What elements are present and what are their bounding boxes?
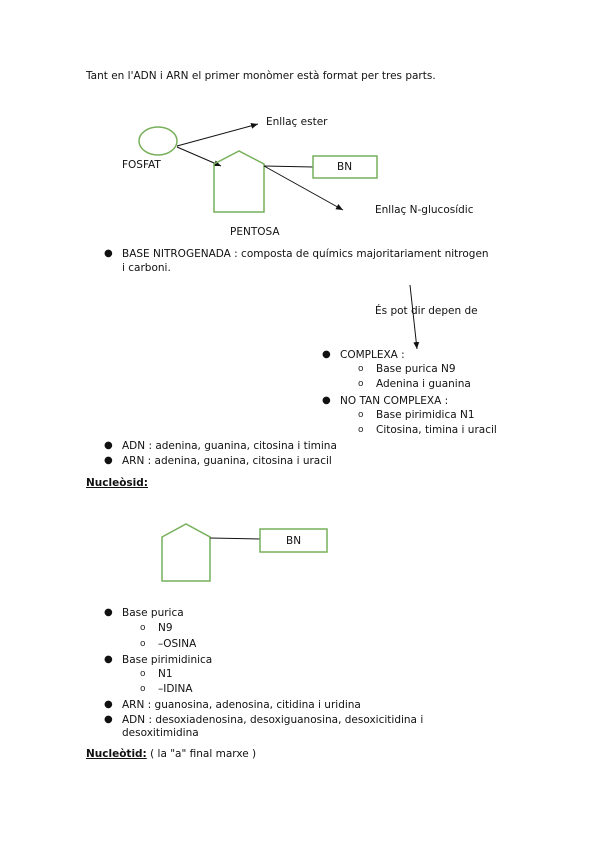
ester-label: Enllaç ester xyxy=(266,116,328,128)
bullet-dot: ● xyxy=(322,349,331,360)
arn-bases: ARN : adenina, guanina, citosina i uraci… xyxy=(122,455,332,467)
bullet-dot: ● xyxy=(104,699,113,710)
base-nitrogenada-line2: i carboni. xyxy=(122,262,171,274)
complexa-label: COMPLEXA : xyxy=(340,349,405,361)
depen-label: És pot dir depen de xyxy=(375,305,478,317)
base-purica-label: Base purica xyxy=(122,607,184,619)
bullet-dot: ● xyxy=(104,455,113,466)
intro-text: Tant en l'ADN i ARN el primer monòmer es… xyxy=(86,70,436,82)
base-purica-item: –OSINA xyxy=(158,638,197,650)
nucleosid-link xyxy=(209,537,261,540)
circle-bullet: o xyxy=(358,410,364,420)
nucleotid-heading: Nucleòtid: xyxy=(86,748,147,760)
depen-arrow xyxy=(409,284,420,350)
base-pirimidinica-item: N1 xyxy=(158,668,173,680)
base-nitrogenada-line1: BASE NITROGENADA : composta de químics m… xyxy=(122,248,489,260)
no-tan-complexa-label: NO TAN COMPLEXA : xyxy=(340,395,449,407)
bullet-dot: ● xyxy=(104,654,113,665)
pentose-pentagon xyxy=(213,150,265,213)
circle-bullet: o xyxy=(358,379,364,389)
adn-nucleosids-line1: ADN : desoxiadenosina, desoxiguanosina, … xyxy=(122,714,424,726)
nucleosid-pentagon xyxy=(161,523,211,582)
complexa-item: Base purica N9 xyxy=(376,363,456,375)
adn-nucleosids-line2: desoxitimidina xyxy=(122,727,199,739)
pentosa-label: PENTOSA xyxy=(230,226,280,238)
circle-bullet: o xyxy=(140,623,146,633)
adn-bases: ADN : adenina, guanina, citosina i timin… xyxy=(122,440,337,452)
circle-bullet: o xyxy=(358,425,364,435)
nucleosid-heading: Nucleòsid: xyxy=(86,477,148,489)
bn-box-1 xyxy=(312,155,378,179)
no-tan-complexa-item: Citosina, timina i uracil xyxy=(376,424,497,436)
circle-bullet: o xyxy=(140,669,146,679)
bn-label-2: BN xyxy=(286,535,302,547)
bullet-dot: ● xyxy=(322,395,331,406)
bullet-dot: ● xyxy=(104,714,113,725)
base-pirimidinica-item: –IDINA xyxy=(158,683,193,695)
base-purica-item: N9 xyxy=(158,622,173,634)
glucosidic-label: Enllaç N-glucosídic xyxy=(375,204,474,216)
pentose-bn-link xyxy=(263,165,314,168)
bn-label-1: BN xyxy=(337,161,353,173)
circle-bullet: o xyxy=(358,364,364,374)
glucosidic-arrow xyxy=(263,165,344,211)
bullet-dot: ● xyxy=(104,248,113,259)
bn-box-2 xyxy=(259,528,328,553)
bullet-dot: ● xyxy=(104,440,113,451)
circle-bullet: o xyxy=(140,639,146,649)
arn-nucleosids: ARN : guanosina, adenosina, citidina i u… xyxy=(122,699,361,711)
nucleotid-note: ( la "a" final marxe ) xyxy=(146,748,257,760)
ester-arrow xyxy=(176,122,259,147)
circle-bullet: o xyxy=(140,684,146,694)
fosfat-label: FOSFAT xyxy=(122,159,161,171)
fosfat-pentosa-arrow xyxy=(176,146,222,167)
bullet-dot: ● xyxy=(104,607,113,618)
phosphate-circle xyxy=(138,126,178,156)
base-pirimidinica-label: Base pirimidinica xyxy=(122,654,213,666)
complexa-item: Adenina i guanina xyxy=(376,378,471,390)
nucleotid-line: Nucleòtid: ( la "a" final marxe ) xyxy=(86,747,256,761)
no-tan-complexa-item: Base pirimidica N1 xyxy=(376,409,475,421)
